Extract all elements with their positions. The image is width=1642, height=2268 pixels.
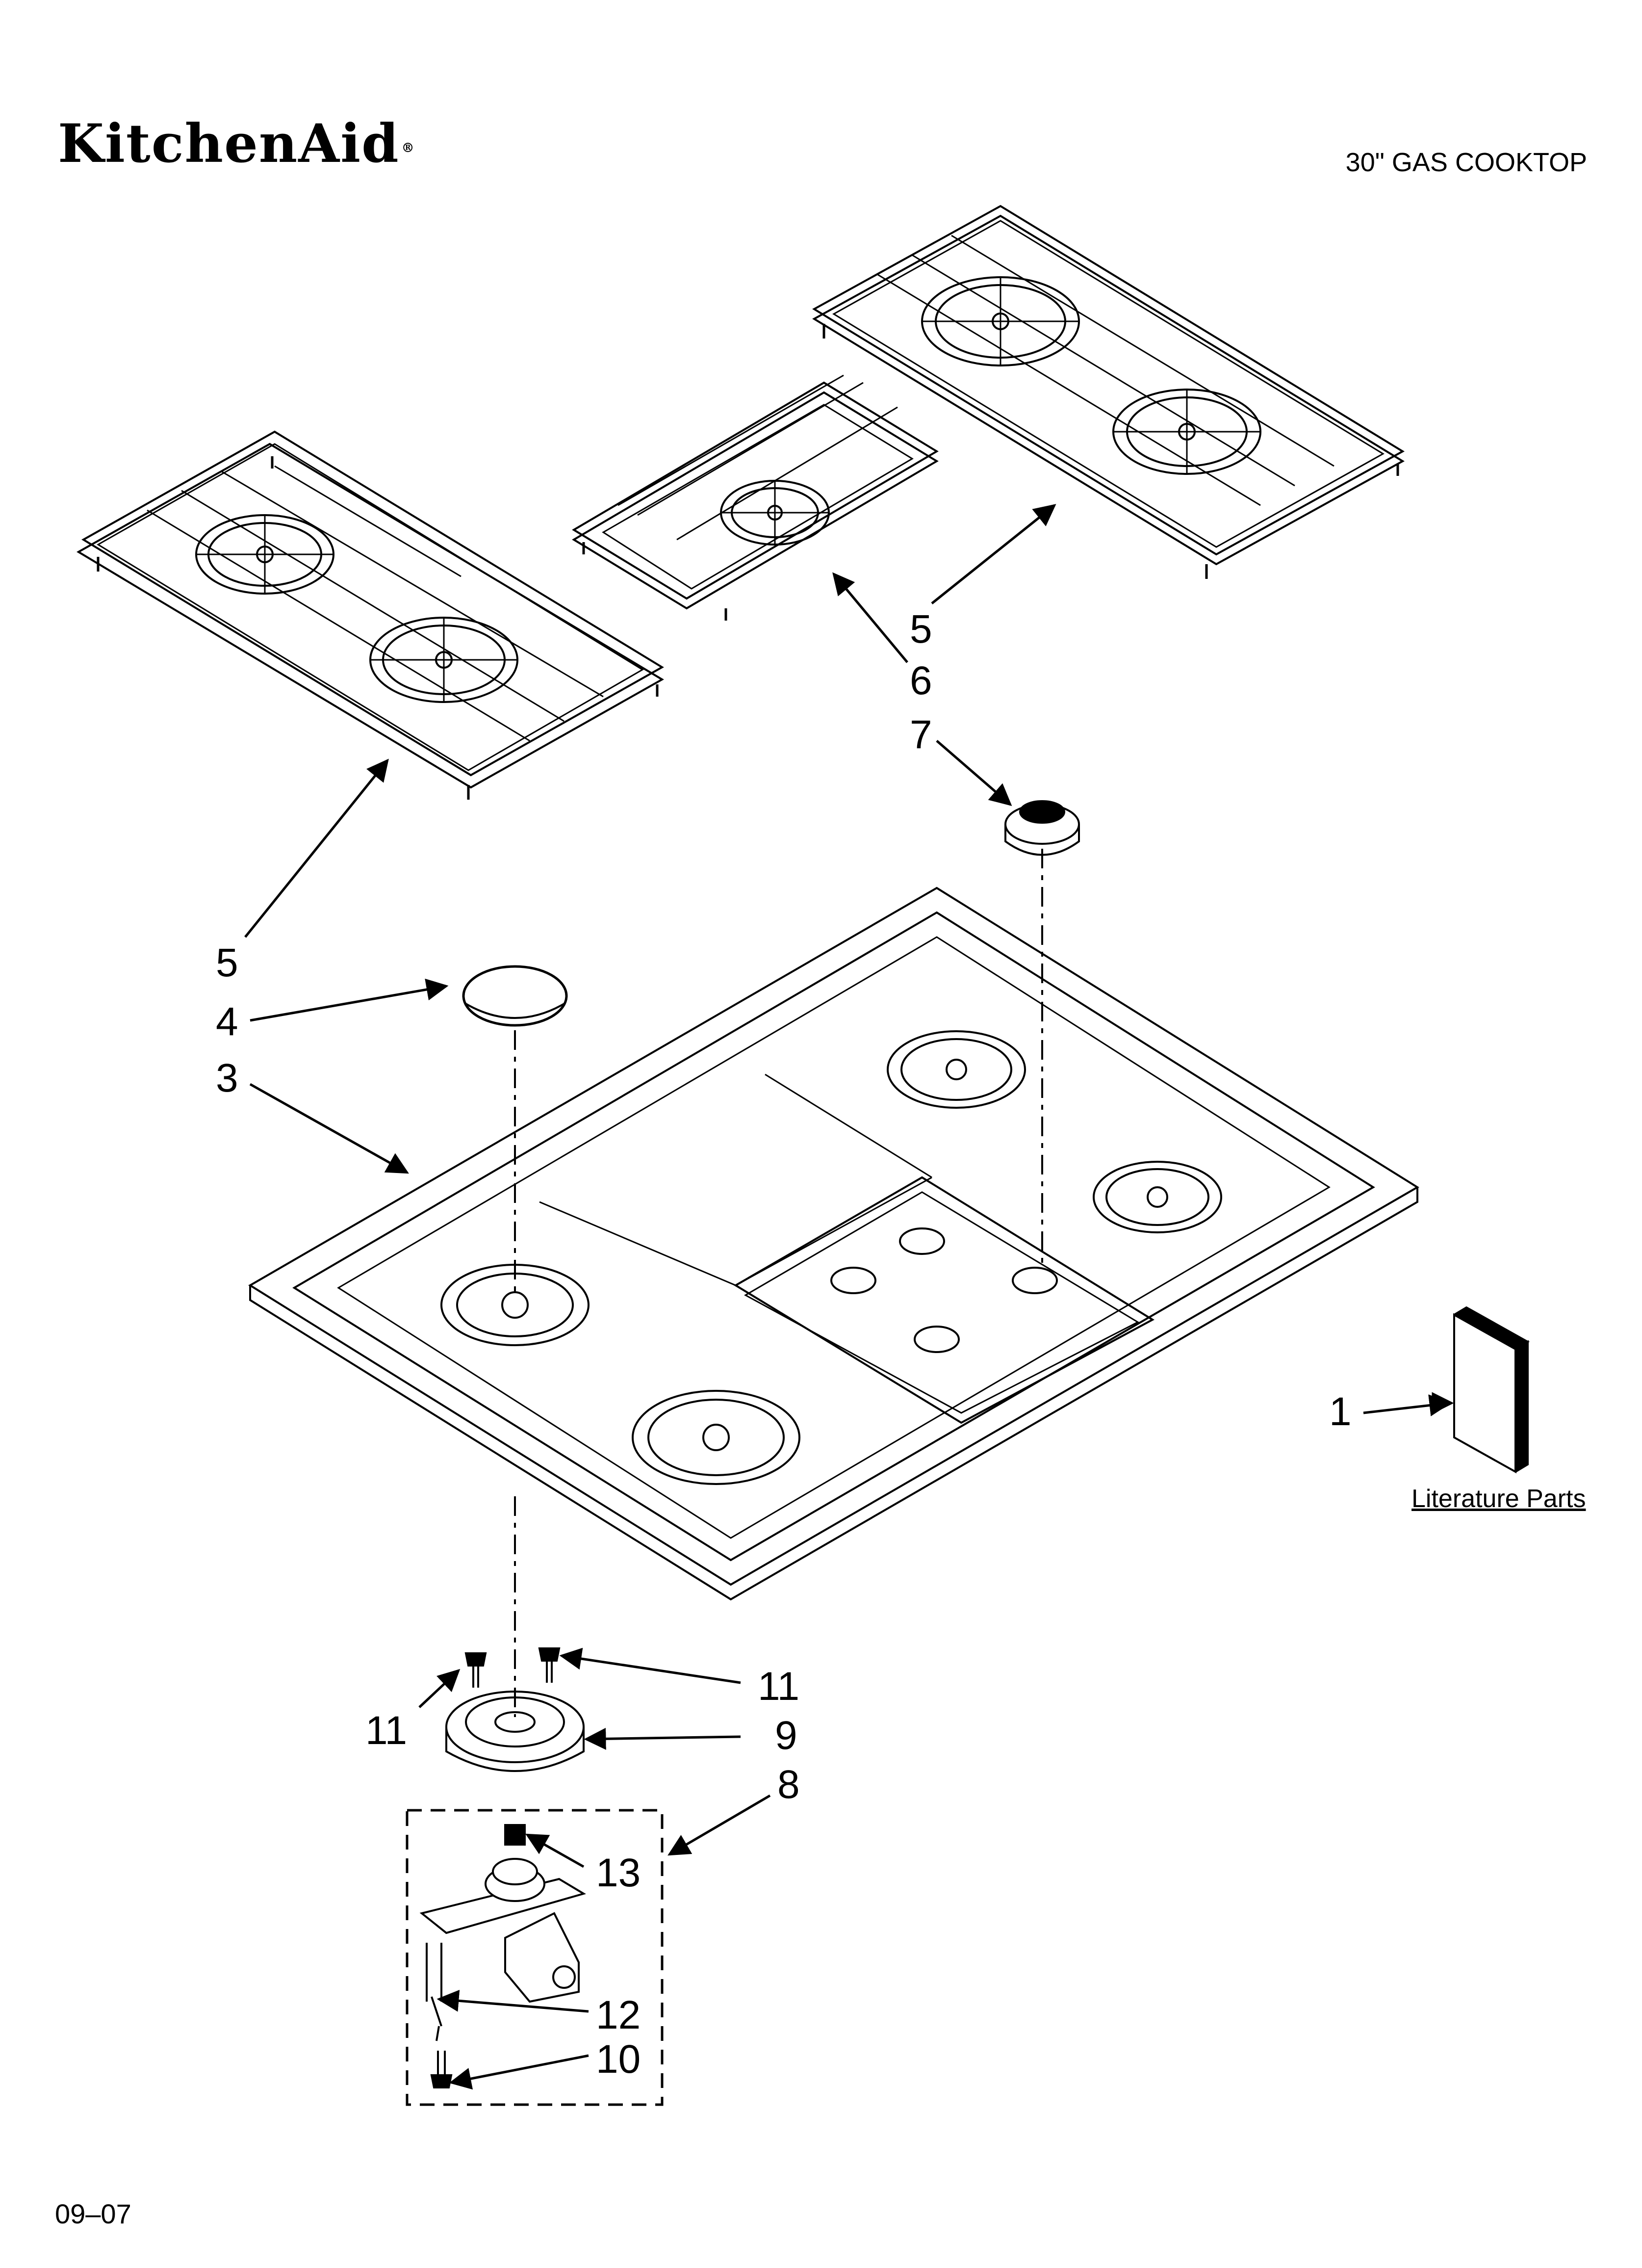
callout-10: 10 [596, 2037, 641, 2082]
burner-cap [462, 965, 568, 1027]
callout-8: 8 [777, 1762, 800, 1807]
igniter-electrode [431, 1996, 442, 2041]
callout-7: 7 [910, 712, 932, 757]
grate-left [77, 430, 664, 800]
callout-5-right: 5 [910, 607, 932, 652]
cooktop-main-top [248, 886, 1419, 1601]
callout-11-right: 11 [758, 1664, 799, 1709]
registered-mark: ® [401, 140, 415, 156]
grate-center [572, 374, 939, 621]
callout-labels: 1 3 4 5 5 6 7 8 9 10 11 11 12 13 [216, 607, 1352, 2082]
literature-book [1453, 1306, 1530, 1474]
burner-base [445, 1691, 585, 1772]
assembly-centerlines [514, 849, 1043, 1717]
brand-name: KitchenAid [58, 113, 400, 175]
callout-3: 3 [216, 1056, 238, 1100]
valve-assembly-box [406, 1809, 664, 2106]
callout-4: 4 [216, 999, 238, 1044]
callout-11-left: 11 [365, 1708, 407, 1753]
callout-5-left: 5 [216, 940, 238, 985]
callout-6: 6 [910, 658, 932, 703]
valve-assembly [419, 1858, 586, 2003]
callout-9: 9 [775, 1713, 797, 1758]
document-title: 30" GAS COOKTOP [1345, 148, 1587, 177]
control-knob [1004, 800, 1080, 856]
kitchenaid-logo: KitchenAid® [58, 113, 415, 175]
literature-parts-label: Literature Parts [1411, 1485, 1586, 1513]
grate-right [812, 205, 1405, 579]
screw-right [538, 1647, 561, 1683]
callout-13: 13 [596, 1851, 641, 1895]
valve-screw [430, 2051, 453, 2088]
leader-lines [244, 504, 1452, 2090]
callout-1: 1 [1329, 1389, 1352, 1434]
orifice [504, 1824, 526, 1846]
callout-12: 12 [596, 1993, 641, 2037]
date-code: 09–07 [55, 2198, 131, 2229]
screw-left [464, 1652, 487, 1688]
